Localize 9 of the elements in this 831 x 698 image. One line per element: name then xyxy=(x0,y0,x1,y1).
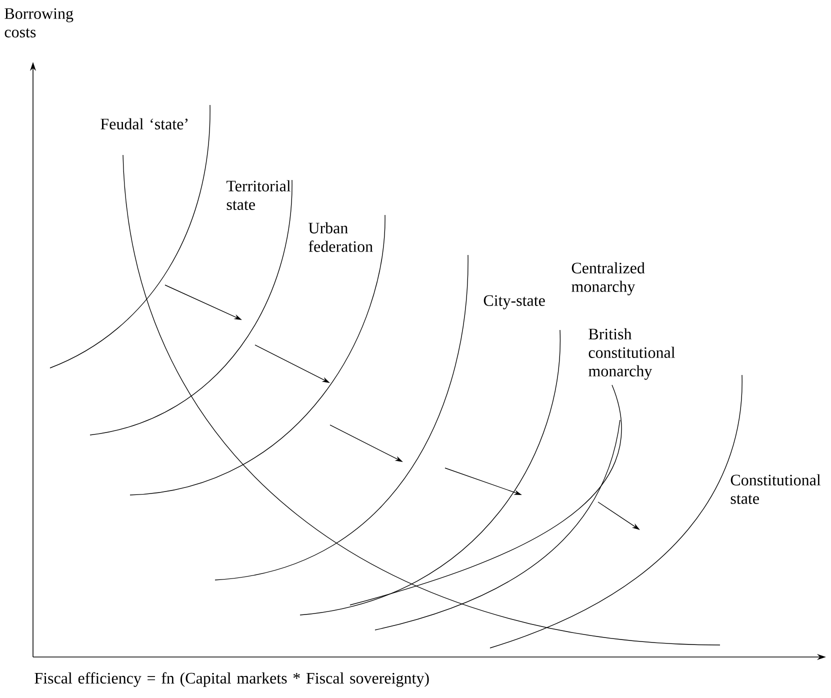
curve-label: Feudal ‘state’ xyxy=(100,118,188,130)
curve-label: Constitutional state xyxy=(730,474,821,504)
axis-label: Borrowing costs xyxy=(4,8,74,38)
axis-label: Fiscal efficiency = fn (Capital markets * Fiscal sovereignty) xyxy=(34,672,429,687)
curve-label: Territorial state xyxy=(226,180,291,210)
curve-label: City-state xyxy=(484,295,545,310)
curve-label: Urban federation xyxy=(308,222,373,252)
curve-label: British constitutional monarchy xyxy=(588,328,675,380)
curve-label: Centralized monarchy xyxy=(572,262,645,296)
